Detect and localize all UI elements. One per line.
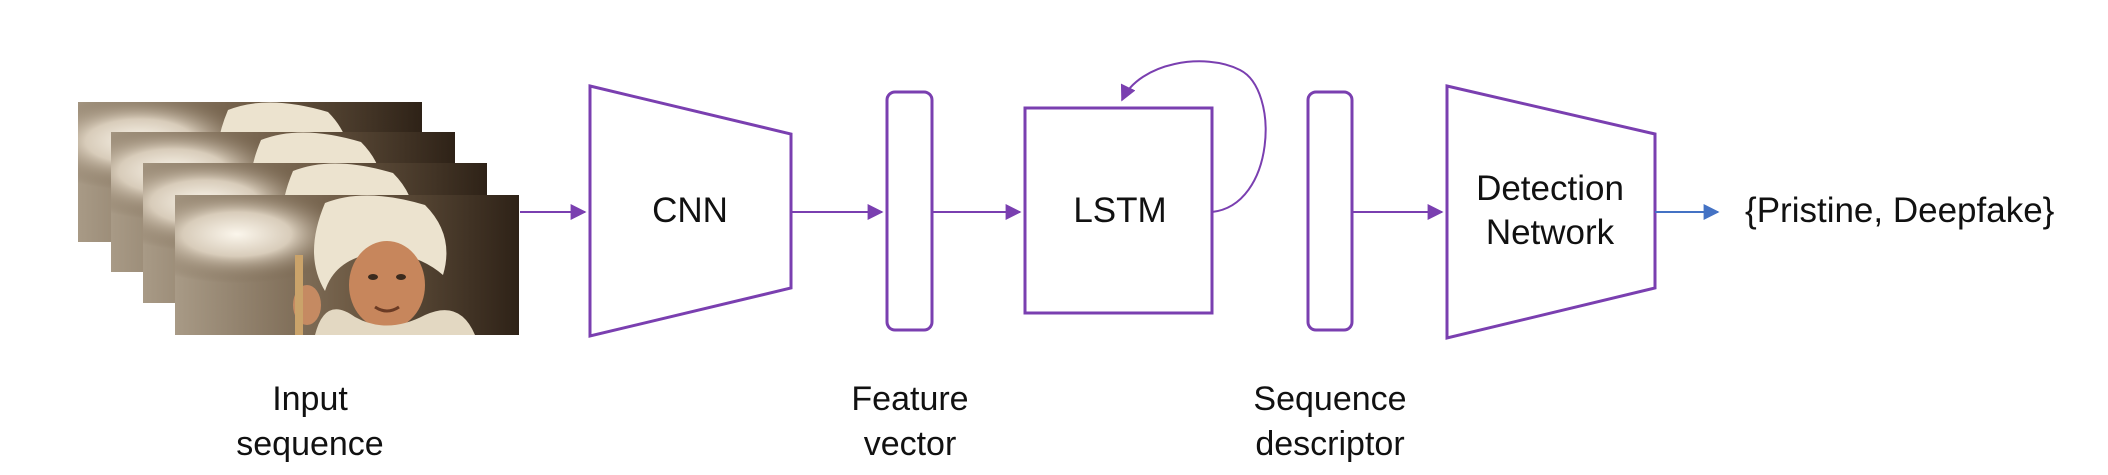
output-label: {Pristine, Deepfake} (1745, 191, 2055, 230)
cnn-block (588, 84, 793, 338)
caption-input-line2: sequence (236, 425, 383, 463)
detection-label-line1: Detection (1476, 169, 1624, 208)
sequence-descriptor (1306, 90, 1354, 332)
feature-vector (885, 90, 934, 332)
lstm-block (1023, 106, 1214, 315)
caption-input-line1: Input (272, 380, 348, 418)
recurrent-loop-icon (1120, 60, 1267, 213)
caption-sequence-line2: descriptor (1255, 425, 1404, 463)
caption-feature-line2: vector (864, 425, 957, 463)
caption-sequence-line1: Sequence (1253, 380, 1406, 418)
input-frame-4 (173, 193, 521, 337)
lstm-label: LSTM (1073, 191, 1166, 230)
caption-feature-line1: Feature (851, 380, 968, 418)
detection-label-line2: Network (1486, 213, 1615, 252)
cnn-label: CNN (652, 191, 728, 230)
detection-network-block (1445, 84, 1657, 340)
input-frames-stack (76, 100, 521, 337)
